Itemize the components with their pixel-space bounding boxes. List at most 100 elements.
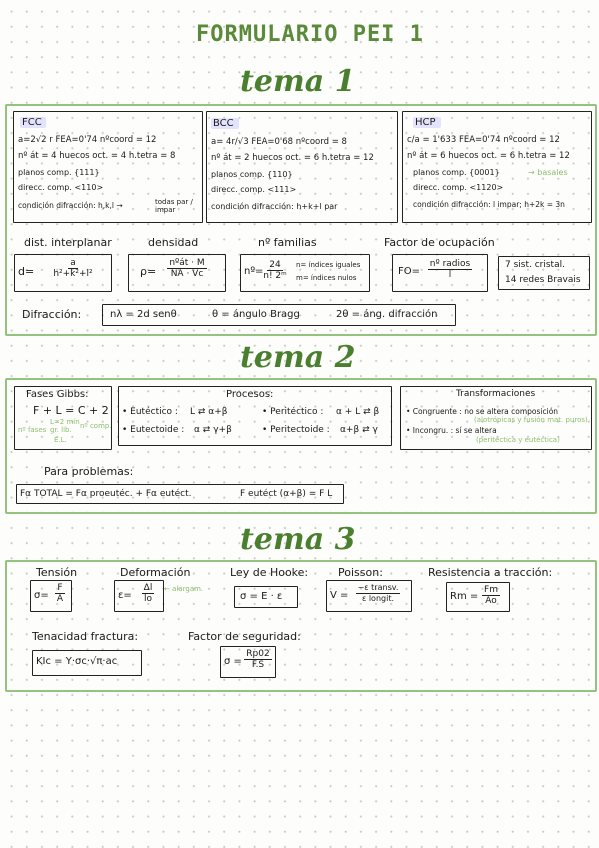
fcc-row5: condición difracción: h,k,l → xyxy=(18,201,123,210)
tenacidad-label: Tenacidad fractura: xyxy=(32,630,139,643)
hooke-label: Ley de Hooke: xyxy=(230,566,309,579)
dens-label: densidad xyxy=(148,236,199,249)
tenacidad-box xyxy=(32,650,142,676)
resist-label: Resistencia a tracción: xyxy=(428,566,553,579)
dist-label: dist. interplanar xyxy=(24,236,112,249)
peritectico-label: • Peritéctico : xyxy=(262,407,324,417)
hcp-row2: nº át = 6 huecos oct. = 6 h.tetra = 12 xyxy=(407,151,570,161)
dens-lhs: ρ= xyxy=(140,265,157,278)
fo-box xyxy=(392,254,488,292)
tension-box xyxy=(30,580,72,612)
problemas-eq1: Fα TOTAL = Fα proeutéc. + Fα eutéct. xyxy=(20,489,192,499)
deform-fraction: Δl lo xyxy=(138,583,158,604)
factor-label: Factor de seguridad: xyxy=(188,630,301,643)
hcp-title: HCP xyxy=(415,117,436,128)
dens-den: NA · Vc xyxy=(170,269,204,279)
difraccion-two-theta: 2θ = áng. difracción xyxy=(336,309,438,320)
transform-box xyxy=(400,386,592,450)
tema2-heading: tema 2 xyxy=(240,340,356,375)
poisson-box xyxy=(326,580,412,612)
eutectico-label: • Eutéctico : xyxy=(122,407,178,417)
incongr-line: • Incongru. : sí se altera xyxy=(406,426,497,435)
difraccion-eq: nλ = 2d senθ xyxy=(110,309,177,320)
difraccion-theta: θ = ángulo Bragg xyxy=(212,309,300,320)
resist-lhs: Rm = xyxy=(450,591,479,602)
bcc-row3: planos comp. {110} xyxy=(211,170,293,179)
deform-lhs: ε= xyxy=(118,590,132,601)
tension-lhs: σ= xyxy=(34,590,49,601)
problemas-eq2: F eutéct (α+β) = F L xyxy=(240,489,333,499)
fo-lhs: FO= xyxy=(398,266,421,277)
sist-box xyxy=(498,256,590,290)
fam-label: nº familias xyxy=(258,236,317,249)
tension-den: A xyxy=(56,594,64,604)
bcc-row2: nº át = 2 huecos oct. = 6 h.tetra = 12 xyxy=(211,153,374,163)
deform-den: lo xyxy=(143,594,152,604)
dist-num: a xyxy=(68,258,78,269)
deform-num: Δl xyxy=(141,583,155,594)
tema1-section xyxy=(5,104,597,336)
factor-fraction: Rp02 F.S xyxy=(244,649,272,670)
dist-lhs: d= xyxy=(18,265,35,278)
fam-box xyxy=(240,254,370,292)
fcc-row5b: todas par / impar xyxy=(155,198,193,214)
procesos-box xyxy=(118,386,392,446)
dist-box xyxy=(14,254,112,292)
factor-num: Rp02 xyxy=(244,649,272,660)
poisson-num: −ε transv. xyxy=(355,583,401,594)
eutectoide-label: • Eutectoide : xyxy=(122,425,185,435)
dist-fraction: a h²+k²+l² xyxy=(40,258,106,279)
factor-box xyxy=(220,646,276,678)
fcc-title: FCC xyxy=(22,117,42,128)
tension-fraction: F A xyxy=(52,583,68,604)
poisson-fraction: −ε transv. ε longit. xyxy=(350,583,406,604)
incongr-note: (peritéctica y eutéctica) xyxy=(476,436,560,444)
gibbs-note2: nº fases xyxy=(18,426,47,434)
transform-title: Transformaciones xyxy=(456,389,536,399)
resist-box xyxy=(446,582,510,612)
factor-lhs: σ = xyxy=(224,656,242,667)
hcp-row4: direcc. comp. <1120> xyxy=(413,183,504,192)
tension-label: Tensión xyxy=(36,566,78,579)
hcp-row5: condición difracción: l impar; h+2k = 3n xyxy=(413,200,565,209)
dens-num: nºát · M xyxy=(167,258,207,269)
tenacidad-eq: KIc = Y·σc·√π·ac xyxy=(36,656,118,667)
fo-fraction: nº radios l xyxy=(422,259,478,280)
fcc-row2: nº át = 4 huecos oct. = 4 h.tetra = 8 xyxy=(18,151,176,161)
poisson-lhs: V = xyxy=(330,590,349,601)
procesos-title: Procesos: xyxy=(226,389,274,400)
sist-line2: 14 redes Bravais xyxy=(505,275,581,285)
congruente-note: (alotrópicas y fusión mat. puros) xyxy=(474,416,588,424)
dens-fraction: nºát · M NA · Vc xyxy=(156,258,218,279)
peritectoide-eq: α+β ⇄ γ xyxy=(340,425,378,435)
deform-box xyxy=(114,580,164,612)
gibbs-eq: F + L = C + 2 xyxy=(33,404,109,417)
fcc-row3: planos comp. {111} xyxy=(18,168,100,177)
tema3-heading: tema 3 xyxy=(240,522,356,557)
hcp-box xyxy=(402,111,592,223)
hcp-row1: c/a = 1'633 FEA=0'74 nºcoord = 12 xyxy=(407,135,560,145)
gibbs-box xyxy=(14,386,112,450)
bcc-row4: direcc. comp. <111> xyxy=(211,185,297,194)
fam-num: 24 xyxy=(267,260,283,271)
gibbs-title: Fases Gibbs: xyxy=(26,389,89,400)
factor-den: F.S xyxy=(251,660,265,670)
page-title: FORMULARIO PEI 1 xyxy=(196,22,424,47)
fo-num: nº radios xyxy=(427,259,473,270)
resist-fraction: Fm Ao xyxy=(478,585,504,606)
poisson-den: ε longit. xyxy=(361,594,395,603)
dist-den: h²+k²+l² xyxy=(53,269,93,279)
problemas-label: Para problemas: xyxy=(44,465,134,478)
fcc-box xyxy=(13,111,203,223)
bcc-box xyxy=(206,111,398,223)
hooke-eq: σ = E · ε xyxy=(240,591,283,602)
problemas-box xyxy=(16,484,344,504)
tema3-section xyxy=(5,560,597,692)
peritectoide-label: • Peritectoide : xyxy=(262,425,330,435)
fam-fraction: 24 n! 2ᵐ xyxy=(260,260,290,281)
fcc-row4: direcc. comp. <110> xyxy=(18,183,104,192)
resist-den: Ao xyxy=(485,596,497,606)
gibbs-note3: L=2 mín xyxy=(50,418,80,426)
eutectico-eq: L ⇄ α+β xyxy=(190,407,228,417)
dens-box xyxy=(128,254,226,292)
